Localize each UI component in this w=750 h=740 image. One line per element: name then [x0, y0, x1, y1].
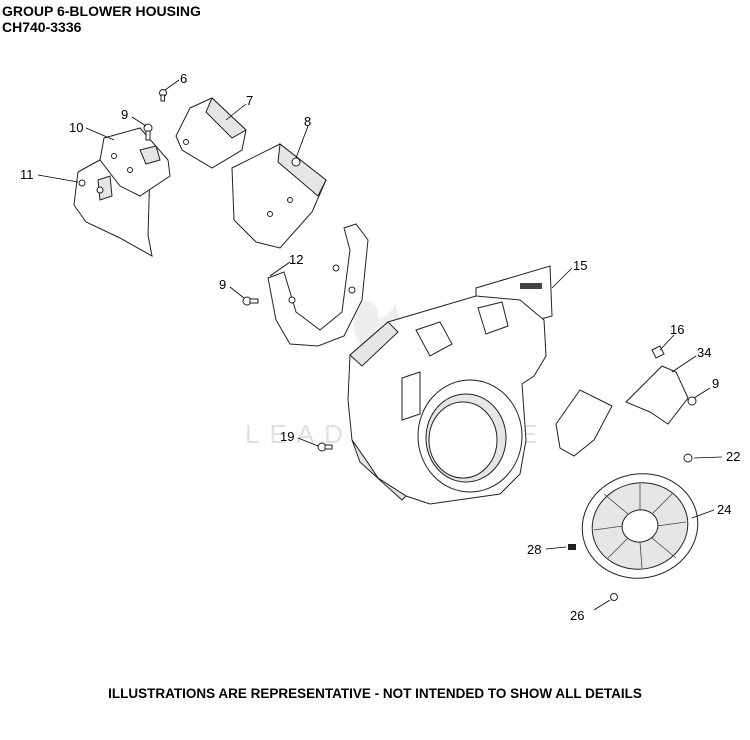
part-9-screw-mid[interactable]	[242, 296, 259, 306]
part-7-baffle[interactable]	[175, 97, 247, 169]
part-22-plug[interactable]	[683, 453, 693, 463]
callout-9-mid: 9	[219, 277, 226, 292]
callout-34: 34	[697, 345, 711, 360]
part-34-guard[interactable]	[625, 365, 689, 425]
side-plate[interactable]	[555, 389, 613, 457]
callout-22: 22	[726, 449, 740, 464]
blower-housing[interactable]	[347, 295, 547, 505]
part-6-screw[interactable]	[159, 89, 167, 102]
callout-6: 6	[180, 71, 187, 86]
diagram-title: GROUP 6-BLOWER HOUSING	[2, 3, 201, 19]
callout-19: 19	[280, 429, 294, 444]
callout-28: 28	[527, 542, 541, 557]
disclaimer-text: ILLUSTRATIONS ARE REPRESENTATIVE - NOT I…	[108, 686, 642, 701]
part-9-screw-right[interactable]	[687, 396, 697, 406]
callout-9-top: 9	[121, 107, 128, 122]
part-10-bracket[interactable]	[99, 127, 171, 197]
callout-26: 26	[570, 608, 584, 623]
model-number: CH740-3336	[2, 19, 82, 35]
part-24-grille[interactable]	[572, 463, 707, 589]
part-26-screw[interactable]	[610, 593, 618, 601]
callout-12: 12	[289, 252, 303, 267]
callout-11: 11	[20, 167, 34, 182]
part-28-screw[interactable]	[568, 544, 576, 550]
part-12-bracket[interactable]	[267, 223, 369, 347]
callout-16: 16	[670, 322, 684, 337]
callout-9-right: 9	[712, 376, 719, 391]
leader-lines	[37, 79, 723, 611]
callout-labels: 6 7 8 9 10 11 12 9 15 16 34 9 19 22 24 2…	[20, 71, 740, 623]
part-19-screw[interactable]	[317, 442, 333, 452]
callout-15: 15	[573, 258, 587, 273]
part-8-baffle[interactable]	[231, 143, 327, 249]
callout-7: 7	[246, 93, 253, 108]
callout-24: 24	[717, 502, 731, 517]
callout-10: 10	[69, 120, 83, 135]
callout-8: 8	[304, 114, 311, 129]
